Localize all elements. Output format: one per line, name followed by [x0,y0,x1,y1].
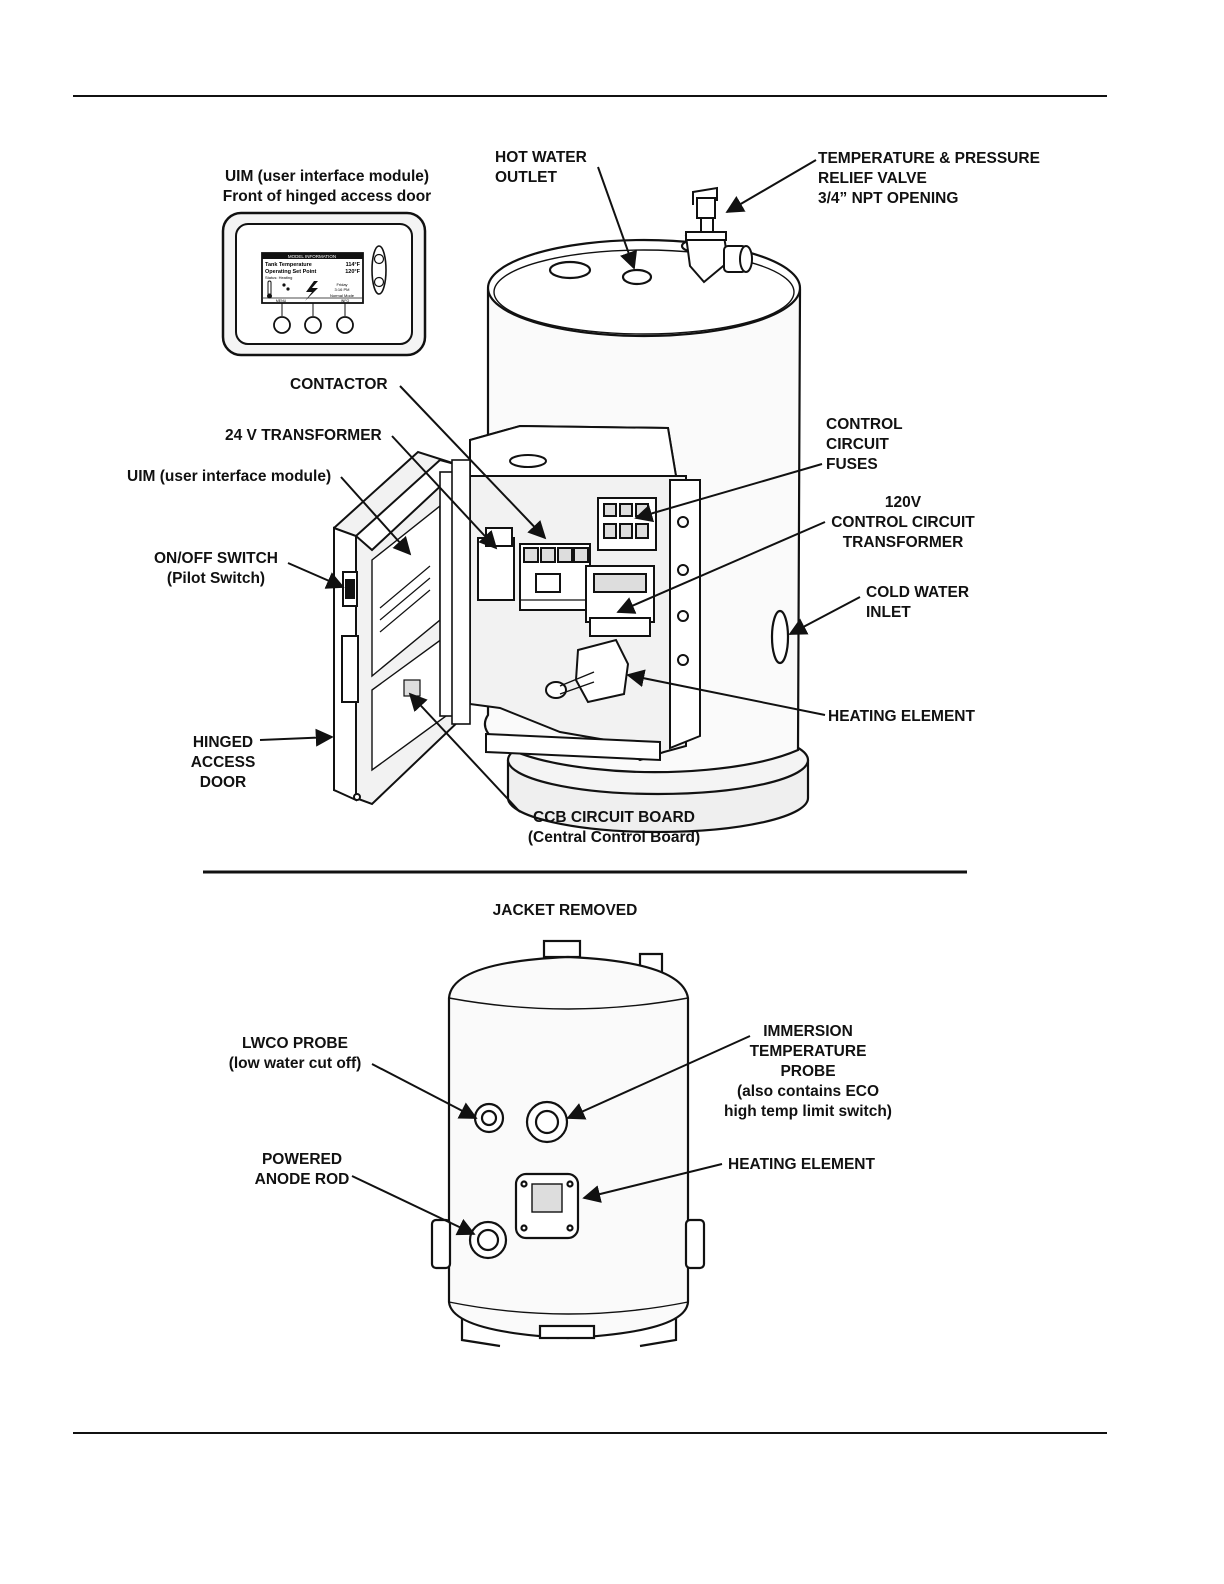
uim-row-2-value: 120°F [345,269,360,275]
uim-info-time: 3:16 PM [335,287,350,292]
label-uim: UIM (user interface module) [127,468,332,485]
hinged-access-door [333,450,471,806]
label-cold-water-inlet: COLD WATER INLET [866,584,970,621]
uim-row-2-label: Operating Set Point [265,269,317,275]
label-control-fuses: CONTROL CIRCUIT FUSES [826,416,903,473]
uim-screen-header: MODEL INFORMATION [288,254,336,259]
uim-softkey-info: INFO [341,299,350,303]
label-heating-element-top: HEATING ELEMENT [828,708,975,725]
label-hinged-access-door: HINGED ACCESS DOOR [190,734,256,791]
uim-row-1-label: Tank Temperature [265,262,312,268]
label-ccb-circuit-board: CCB CIRCUIT BOARD (Central Control Board… [527,809,701,846]
label-tp-relief-valve: TEMPERATURE & PRESSURE RELIEF VALVE 3/4”… [818,150,1040,207]
top-rule [73,95,1107,97]
water-heater-tank-bare [430,939,706,1348]
label-immersion-probe: IMMERSION TEMPERATURE PROBE (also contai… [724,1023,892,1120]
leader-arrows [259,159,861,1236]
uim-info-day: Friday [336,282,347,287]
label-heating-element-bottom: HEATING ELEMENT [728,1156,875,1173]
label-powered-anode-rod: POWERED ANODE ROD [254,1151,350,1188]
label-uim-front: UIM (user interface module) Front of hin… [222,168,432,205]
tp-relief-valve [684,186,753,284]
bottom-rule [73,1432,1107,1434]
uim-softkey-menu: MENU [276,299,287,303]
uim-row-1-value: 114°F [346,262,361,268]
uim-status: Status: Heating [265,275,292,280]
label-on-off-switch: ON/OFF SWITCH (Pilot Switch) [154,550,278,587]
control-compartment [469,424,701,762]
uim-arrow-buttons [371,245,387,295]
label-120v-transformer: 120V CONTROL CIRCUIT TRANSFORMER [831,494,975,551]
label-hot-water-outlet: HOT WATER OUTLET [495,149,587,186]
label-contactor: CONTACTOR [290,376,388,393]
label-jacket-removed: JACKET REMOVED [492,902,638,919]
lightning-icon [305,281,318,301]
label-lwco-probe: LWCO PROBE (low water cut off) [228,1035,362,1072]
uim-info-mode: Normal Mode [330,293,355,298]
uim-front-panel: MODEL INFORMATION Tank Temperature 114°F… [221,211,427,357]
uim-softkey-buttons [273,303,354,334]
label-24v-transformer: 24 V TRANSFORMER [225,427,382,444]
